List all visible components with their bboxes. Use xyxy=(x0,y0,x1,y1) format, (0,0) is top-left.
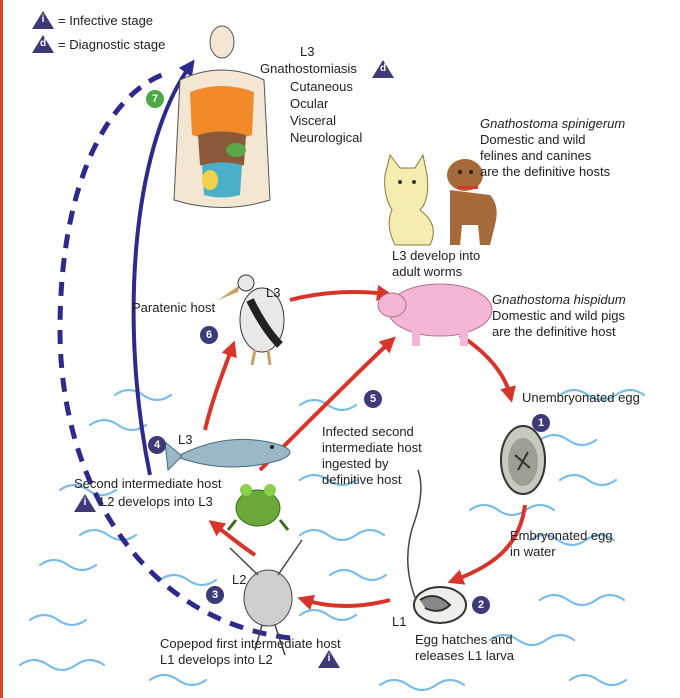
unembryonated-egg-label: Unembryonated egg xyxy=(522,390,640,406)
diagnostic-stage-badge: d xyxy=(372,60,394,78)
frog-icon xyxy=(228,484,288,530)
arrow-fish-to-pelican xyxy=(205,348,232,430)
l2-label: L2 xyxy=(232,572,246,588)
cat-icon xyxy=(385,155,434,245)
hispidum-line-2: are the definitive host xyxy=(492,324,616,340)
hatch-line-2: releases L1 larva xyxy=(415,648,514,664)
egg-icon xyxy=(501,426,545,494)
pig-icon xyxy=(378,284,492,346)
step-5-badge: 5 xyxy=(364,390,382,408)
hatch-line-1: Egg hatches and xyxy=(415,632,513,648)
arrow-copepod-to-frog xyxy=(215,525,255,555)
hispidum-name-text: Gnathostoma hispidum xyxy=(492,292,626,307)
infective-stage-badge: i xyxy=(318,650,340,668)
form-ocular: Ocular xyxy=(290,96,328,112)
l3-develop-line-2: adult worms xyxy=(392,264,462,280)
form-cutaneous: Cutaneous xyxy=(290,79,353,95)
infective-stage-badge-2: i xyxy=(74,494,96,512)
step-2-badge: 2 xyxy=(472,596,490,614)
ingested-line-2: intermediate host xyxy=(322,440,422,456)
infective-symbol: i xyxy=(39,14,47,25)
infective-badge-symbol: i xyxy=(325,653,333,664)
hispidum-name: Gnathostoma hispidum xyxy=(492,292,626,308)
l3-bird-label: L3 xyxy=(266,285,280,301)
l3-fish-label: L3 xyxy=(178,432,192,448)
spinigerum-line-1: Domestic and wild xyxy=(480,132,586,148)
copepod-line-2: L1 develops into L2 xyxy=(160,652,273,668)
arrow-pelican-to-pig xyxy=(290,292,385,300)
embryonated-line-2: in water xyxy=(510,544,556,560)
form-neurological: Neurological xyxy=(290,130,362,146)
ingested-line-4: definitive host xyxy=(322,472,402,488)
l3-develop-line-1: L3 develop into xyxy=(392,248,480,264)
ingested-line-3: ingested by xyxy=(322,456,389,472)
spinigerum-name-text: Gnathostoma spinigerum xyxy=(480,116,625,131)
diagnostic-badge-symbol: d xyxy=(379,63,387,74)
spinigerum-line-3: are the definitive hosts xyxy=(480,164,610,180)
embryonated-line-1: Embryonated egg xyxy=(510,528,613,544)
disease-name: Gnathostomiasis xyxy=(260,61,357,77)
paratenic-host-label: Paratenic host xyxy=(132,300,215,316)
hispidum-line-1: Domestic and wild pigs xyxy=(492,308,625,324)
copepod-line-1: Copepod first intermediate host xyxy=(160,636,341,652)
step-7-badge: 7 xyxy=(146,90,164,108)
diagnostic-symbol: d xyxy=(39,38,47,49)
human-body-icon xyxy=(174,26,270,208)
form-visceral: Visceral xyxy=(290,113,336,129)
step-6-badge: 6 xyxy=(200,326,218,344)
larva-egg-icon xyxy=(408,470,466,623)
infective-stage-icon: i xyxy=(32,11,54,29)
legend-infective: = Infective stage xyxy=(58,13,153,29)
second-host-line-1: Second intermediate host xyxy=(74,476,221,492)
ingested-line-1: Infected second xyxy=(322,424,414,440)
human-stage-label: L3 xyxy=(300,44,314,60)
step-1-badge: 1 xyxy=(532,414,550,432)
spinigerum-name: Gnathostoma spinigerum xyxy=(480,116,625,132)
l1-label: L1 xyxy=(392,614,406,630)
step-3-badge: 3 xyxy=(206,586,224,604)
step-4-badge: 4 xyxy=(148,436,166,454)
second-host-line-2: L2 develops into L3 xyxy=(100,494,213,510)
legend-diagnostic: = Diagnostic stage xyxy=(58,37,165,53)
infective-badge-2-symbol: i xyxy=(81,497,89,508)
diagnostic-stage-icon: d xyxy=(32,35,54,53)
spinigerum-line-2: felines and canines xyxy=(480,148,591,164)
arrow-hatch-to-copepod xyxy=(305,600,390,606)
